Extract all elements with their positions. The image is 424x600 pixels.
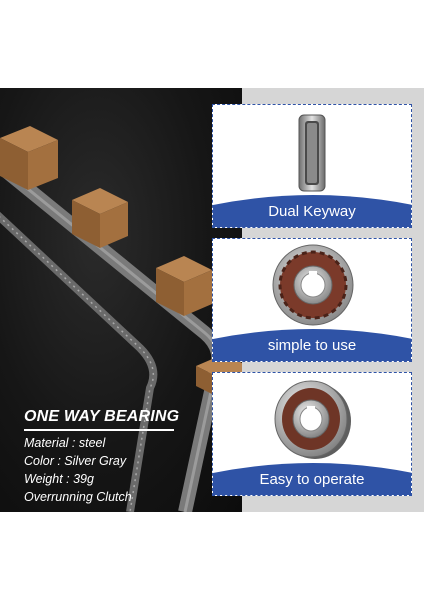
feature-label: Easy to operate xyxy=(259,471,365,488)
bearing-front-view-icon xyxy=(272,244,354,326)
spec-color: Color : Silver Gray xyxy=(24,454,127,468)
spec-material: Material : steel xyxy=(24,436,106,450)
feature-label: Dual Keyway xyxy=(268,203,356,220)
feature-card-easy-to-operate: Easy to operate xyxy=(212,372,412,496)
bearing-side-view-icon xyxy=(298,114,326,192)
label-band xyxy=(213,329,411,361)
title-underline xyxy=(24,429,174,431)
feature-label: simple to use xyxy=(267,337,357,354)
conveyor-photo-panel: ONE WAY BEARING Material : steel Color :… xyxy=(0,88,242,512)
spec-panel: ONE WAY BEARING Material : steel Color :… xyxy=(0,388,242,512)
spec-type: Overrunning Clutch xyxy=(24,490,132,504)
cardboard-box xyxy=(0,126,58,190)
product-banner: ONE WAY BEARING Material : steel Color :… xyxy=(0,88,424,512)
cardboard-box xyxy=(156,256,212,316)
label-band xyxy=(213,463,411,495)
label-band xyxy=(213,195,411,227)
bearing-angled-view-icon xyxy=(274,380,351,459)
product-title: ONE WAY BEARING xyxy=(24,408,180,425)
cardboard-box xyxy=(72,188,128,248)
feature-card-simple-to-use: simple to use xyxy=(212,238,412,362)
feature-card-dual-keyway: Dual Keyway xyxy=(212,104,412,228)
spec-weight: Weight : 39g xyxy=(24,472,94,486)
